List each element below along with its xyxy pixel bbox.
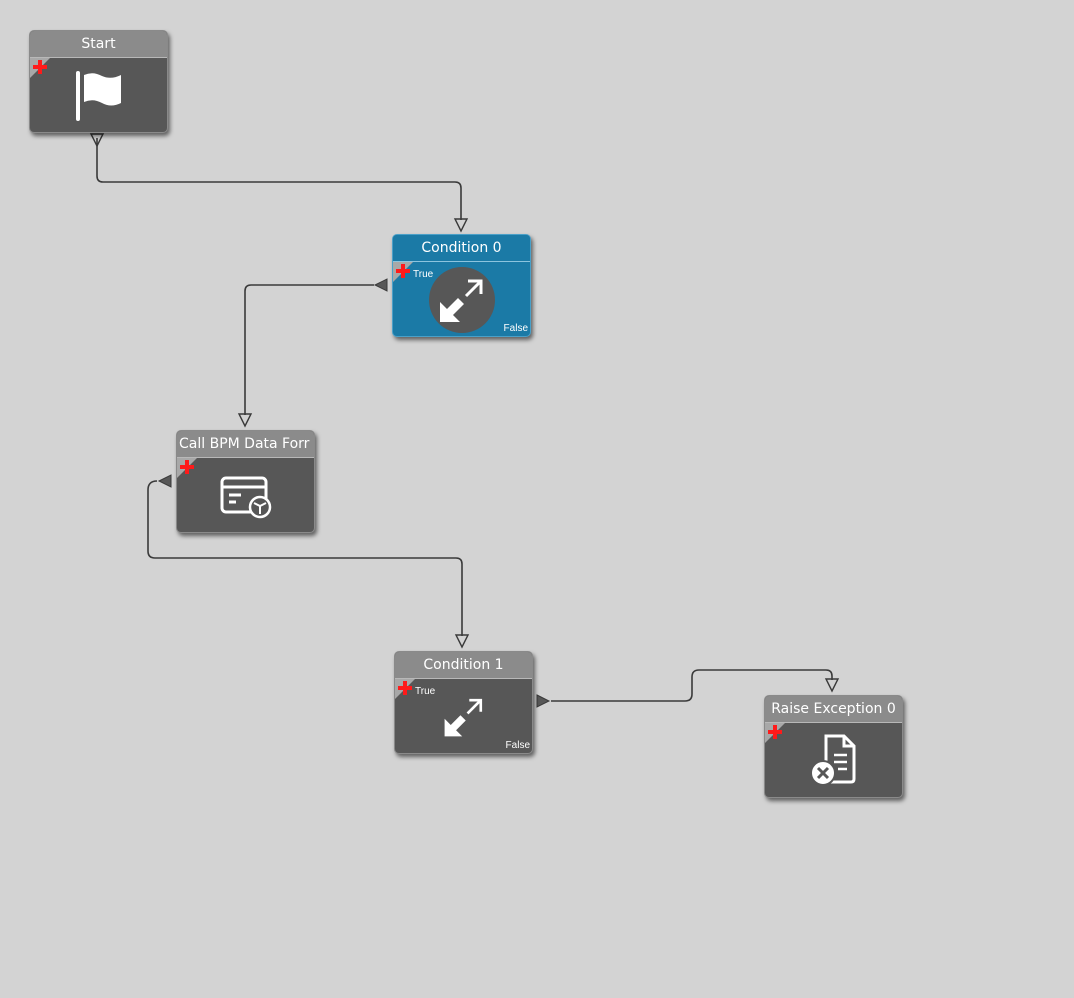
add-step-icon[interactable]: [398, 681, 412, 695]
true-port-label: True: [415, 686, 436, 697]
arrow-head-icon: [157, 474, 172, 488]
node-condition-0[interactable]: Condition 0 True False: [392, 234, 531, 337]
arrow-head-icon: [373, 278, 388, 292]
true-port-label: True: [413, 269, 434, 280]
node-title: Condition 1: [395, 652, 532, 679]
false-port-label: False: [503, 323, 528, 334]
condition-arrows-icon: [444, 698, 482, 737]
node-title: Raise Exception 0: [765, 696, 902, 723]
arrow-head-icon: [237, 413, 253, 428]
add-step-icon[interactable]: [396, 264, 410, 278]
flag-icon: [75, 71, 121, 121]
arrow-head-icon: [453, 218, 469, 233]
connector-condition-0-to-call-bpm[interactable]: [244, 284, 374, 415]
condition-arrows-icon: [428, 267, 495, 333]
arrow-head-icon: [454, 634, 470, 649]
arrow-head-icon: [824, 678, 840, 693]
add-step-icon[interactable]: [180, 460, 194, 474]
node-title: Start: [30, 31, 167, 58]
document-error-icon: [809, 734, 855, 786]
node-title: Call BPM Data Forr: [177, 431, 314, 458]
add-step-icon[interactable]: [768, 725, 782, 739]
arrow-head-icon: [89, 133, 105, 148]
node-start[interactable]: Start: [29, 30, 168, 133]
connector-start-to-condition-0[interactable]: [96, 138, 462, 220]
node-raise-exception[interactable]: Raise Exception 0: [764, 695, 903, 798]
false-port-label: False: [505, 740, 530, 751]
data-form-icon: [220, 476, 271, 519]
add-step-icon[interactable]: [33, 60, 47, 74]
node-call-bpm-data-form[interactable]: Call BPM Data Forr: [176, 430, 315, 533]
arrow-head-icon: [536, 694, 551, 708]
node-title: Condition 0: [393, 235, 530, 262]
node-condition-1[interactable]: Condition 1 True False: [394, 651, 533, 754]
